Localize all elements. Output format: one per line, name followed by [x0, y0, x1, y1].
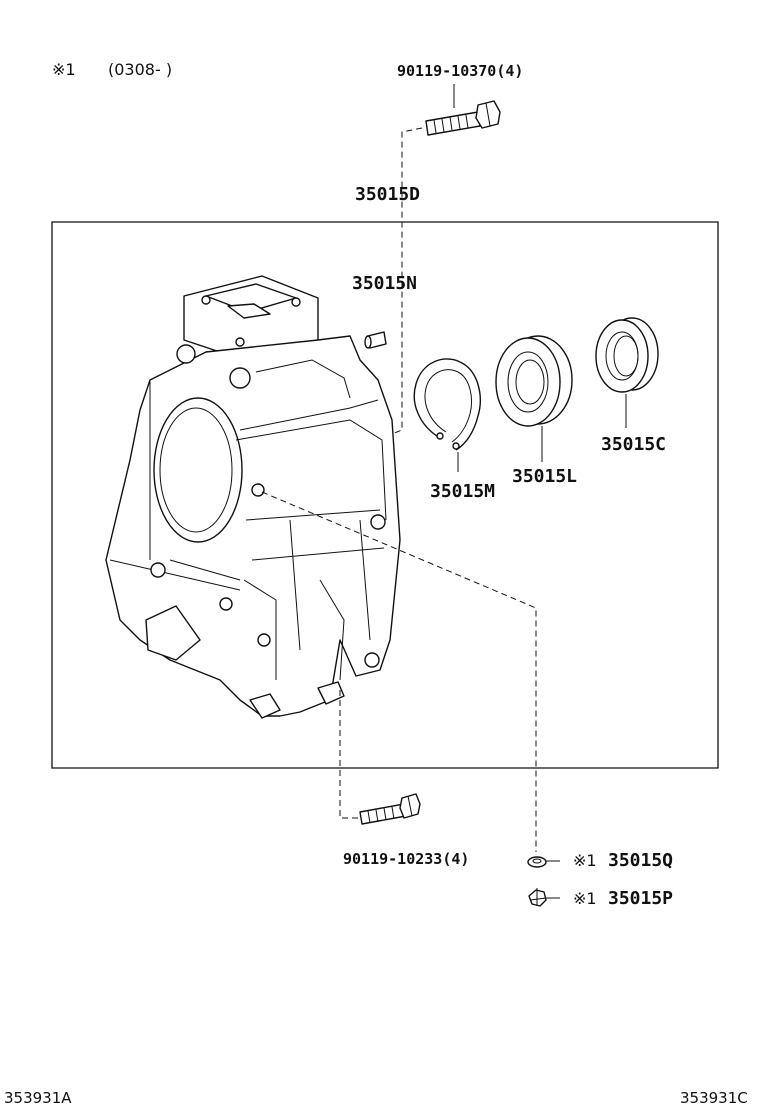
- snap-ring-icon: [413, 358, 481, 451]
- drain-plug-icon: [528, 888, 547, 907]
- label-washer: 35015Q: [608, 850, 673, 871]
- pin-icon: [364, 331, 387, 349]
- bottom-bolt-icon: [359, 793, 421, 825]
- label-washer-mark: ※1: [573, 851, 597, 870]
- label-assembly: 35015D: [355, 184, 420, 205]
- note-mark: ※1: [52, 60, 76, 79]
- assembly-frame: [51, 221, 719, 769]
- label-bolt-top: 90119-10370(4): [397, 62, 523, 80]
- label-oil-seal: 35015C: [601, 434, 666, 455]
- bolt-bottom-dash: [339, 690, 360, 819]
- transfer-case-housing-icon: [105, 275, 401, 719]
- oil-seal-icon: [595, 317, 659, 393]
- label-bearing: 35015L: [512, 466, 577, 487]
- label-pin: 35015N: [352, 273, 417, 294]
- top-bolt-icon: [425, 100, 501, 136]
- label-bolt-bottom: 90119-10233(4): [343, 850, 469, 868]
- label-plug-mark: ※1: [573, 889, 597, 908]
- drain-dash: [261, 491, 537, 852]
- label-plug: 35015P: [608, 888, 673, 909]
- footer-right-code: 353931C: [680, 1089, 748, 1107]
- bolt-top-dash: [381, 127, 423, 439]
- bearing-icon: [495, 335, 573, 427]
- washer-icon: [527, 856, 547, 868]
- label-snap-ring: 35015M: [430, 481, 495, 502]
- note-date-range: (0308- ): [108, 60, 172, 79]
- footer-left-code: 353931A: [4, 1089, 72, 1107]
